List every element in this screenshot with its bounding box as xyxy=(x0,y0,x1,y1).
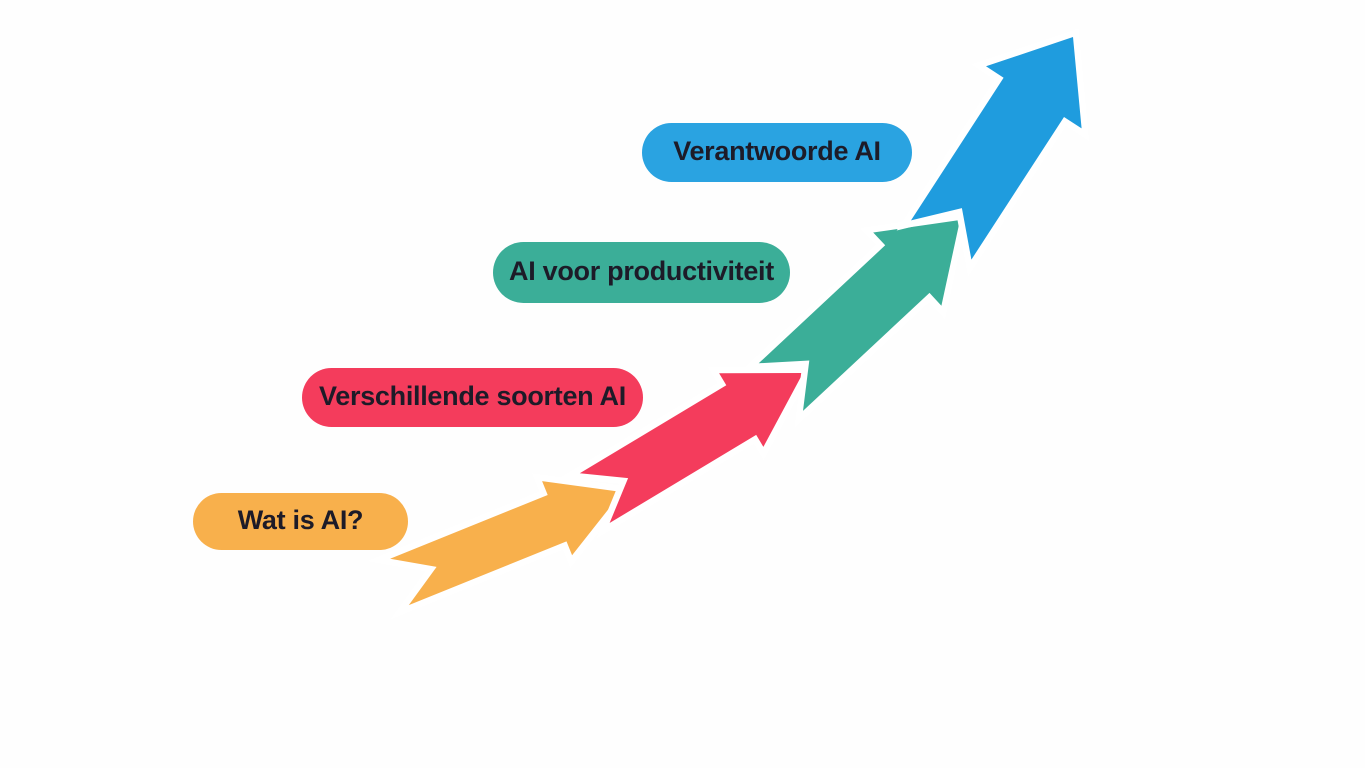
step-pill-verantwoorde-ai: Verantwoorde AI xyxy=(642,123,912,182)
step-label: Verschillende soorten AI xyxy=(319,381,626,411)
step-label: Verantwoorde AI xyxy=(673,136,881,166)
step-pill-wat-is-ai: Wat is AI? xyxy=(193,493,408,550)
step-pill-ai-voor-productiviteit: AI voor productiviteit xyxy=(493,242,790,303)
arrow-step-4 xyxy=(896,28,1090,277)
step-label: Wat is AI? xyxy=(237,505,364,535)
step-label: AI voor productiviteit xyxy=(509,256,774,286)
arrow-step-2 xyxy=(559,366,814,539)
arrow-step-3 xyxy=(741,212,969,428)
arrow-step-1 xyxy=(366,473,635,620)
step-pill-verschillende-soorten-ai: Verschillende soorten AI xyxy=(302,368,643,427)
